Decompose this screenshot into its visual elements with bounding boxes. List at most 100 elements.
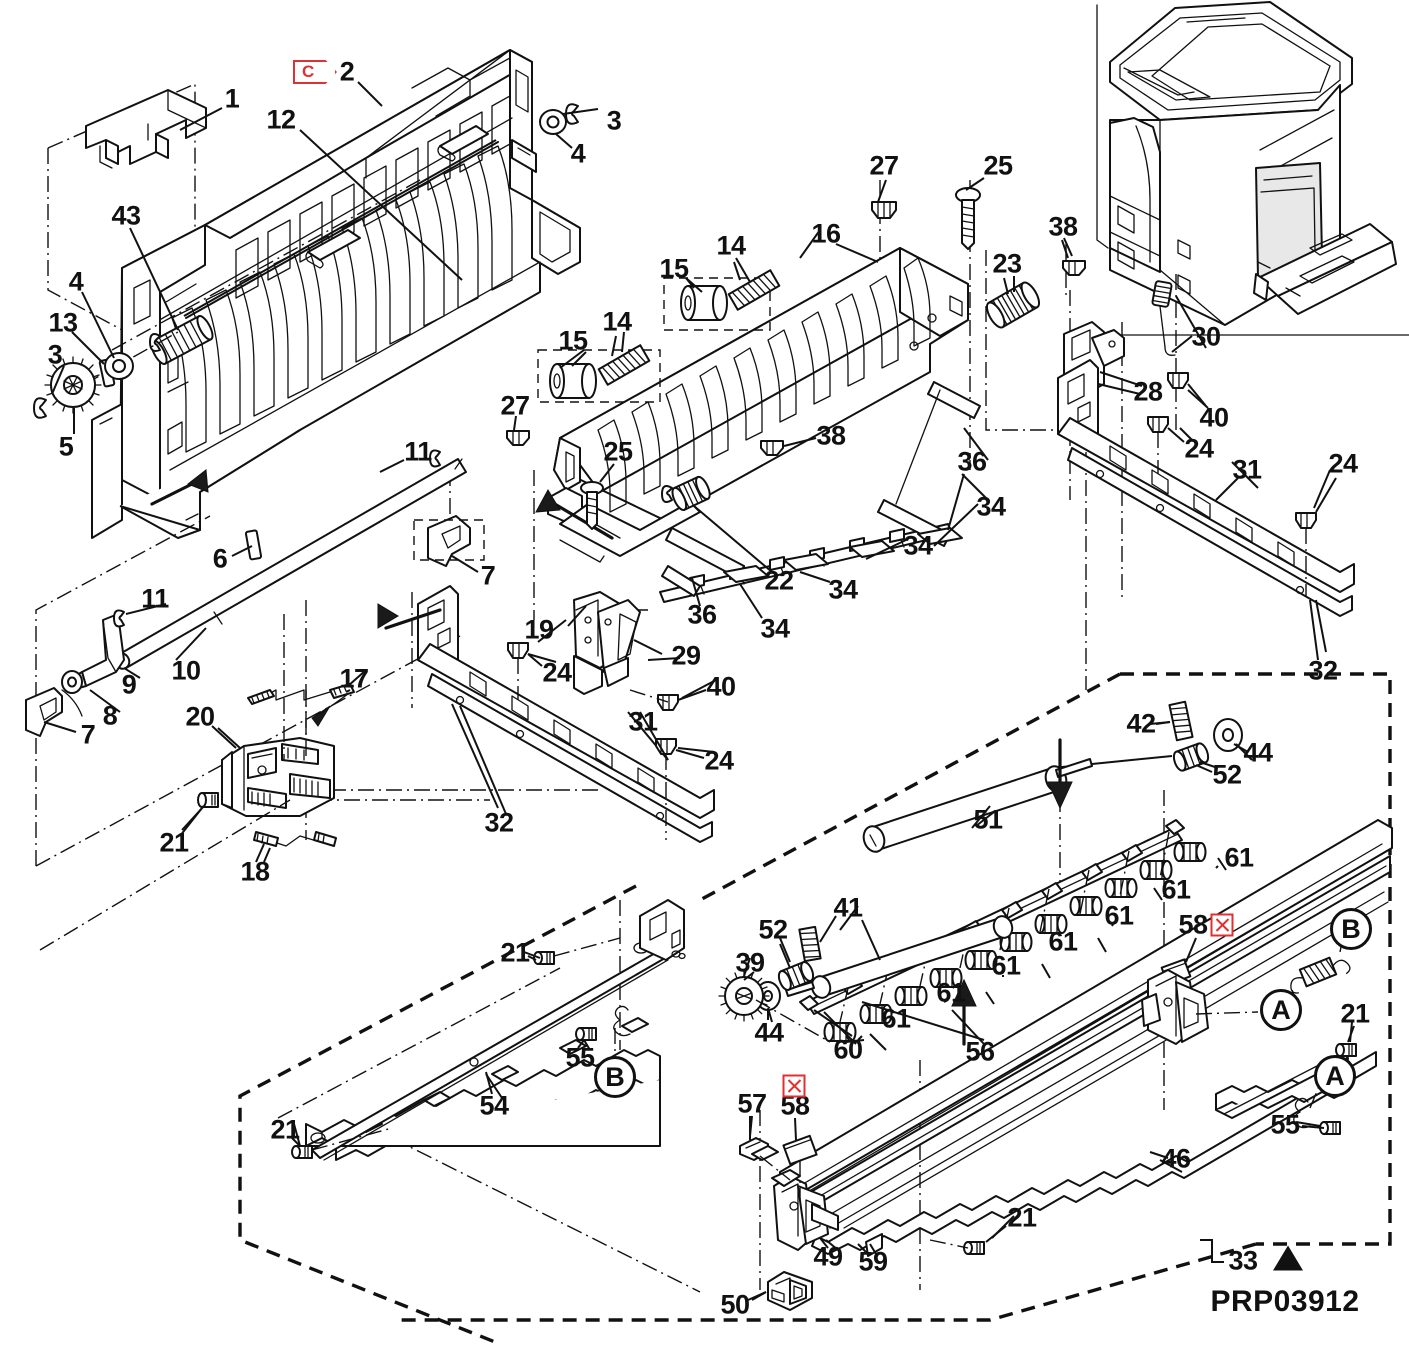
part-19-29-bracket <box>573 591 641 695</box>
part-7-actuator-left <box>25 687 63 737</box>
callout-number: 55 <box>1270 1109 1300 1140</box>
part-44-washer <box>1213 718 1243 752</box>
part-21-screw <box>197 792 219 808</box>
callout-number: 38 <box>816 420 846 451</box>
callout-number: 21 <box>1007 1202 1037 1233</box>
callout-number: 34 <box>760 613 790 644</box>
callout-number: 29 <box>671 640 701 671</box>
part-41-spring <box>798 925 822 963</box>
callout-number: 11 <box>404 436 432 467</box>
callout-number: 24 <box>704 745 734 776</box>
callout-number: 19 <box>524 614 554 645</box>
part-46-guide-plate <box>811 1051 1377 1255</box>
callout-number: 56 <box>965 1036 995 1067</box>
actuator-bar-and-pads <box>659 381 981 619</box>
callout-number: 54 <box>479 1090 509 1121</box>
callout-number: 20 <box>185 701 215 732</box>
lower-left-assembly-zone <box>238 884 701 1345</box>
part-17-harness <box>247 669 367 727</box>
callout-number: 18 <box>240 856 270 887</box>
part-24-screw-r-b <box>1295 512 1317 529</box>
callout-number: 21 <box>159 827 189 858</box>
part-39-gear <box>718 970 770 1022</box>
part-49-housing <box>771 1169 839 1251</box>
part-14-15-roller-sets <box>537 261 781 403</box>
callout-number: 55 <box>565 1042 595 1073</box>
part-25-screw <box>955 187 981 250</box>
callout-number: 24 <box>1184 433 1214 464</box>
part-55-screw <box>575 1027 597 1041</box>
part-21-screw-right <box>1335 1043 1357 1057</box>
callout-number: 32 <box>1308 655 1338 686</box>
callout-number: 33 <box>1228 1245 1258 1276</box>
callout-number: 24 <box>542 657 572 688</box>
part-59-tab <box>865 1233 883 1257</box>
callout-number: 10 <box>171 655 201 686</box>
callout-number: 31 <box>1232 454 1262 485</box>
callout-number: 22 <box>764 565 794 596</box>
callout-number: 12 <box>266 104 296 135</box>
part-5-gear <box>44 356 102 414</box>
part-34-pads <box>723 527 963 583</box>
callout-number: 30 <box>1191 321 1221 352</box>
part-32-rail-right <box>1067 447 1353 617</box>
callout-number: 7 <box>480 560 496 591</box>
part-50-bracket <box>767 1271 813 1311</box>
x-marker-icon <box>782 1074 806 1098</box>
callout-number: 21 <box>270 1114 300 1145</box>
part-51-roller <box>862 755 1173 853</box>
part-4-bushing <box>104 352 134 380</box>
callout-number: 15 <box>659 253 689 284</box>
callout-number: 34 <box>828 574 858 605</box>
callout-number: 46 <box>1161 1143 1191 1174</box>
callout-number: 49 <box>813 1241 843 1272</box>
callout-number: 27 <box>869 150 899 181</box>
callout-number: 38 <box>1048 211 1078 242</box>
callout-number: 28 <box>1133 376 1163 407</box>
part-22-roller <box>671 475 711 511</box>
upper-paper-guide-assembly <box>47 49 581 539</box>
part-1-guide-clip <box>85 89 207 169</box>
registration-shaft-assembly <box>25 449 485 867</box>
callout-number: 2 <box>339 56 355 87</box>
callout-number: 27 <box>500 390 530 421</box>
callout-number: 61 <box>1104 900 1134 931</box>
part-27-screw <box>871 201 897 219</box>
reference-circle-b: B <box>1330 908 1372 950</box>
callout-number: 25 <box>983 150 1013 181</box>
callout-number: 61 <box>1161 874 1191 905</box>
callout-number: 61 <box>881 1003 911 1034</box>
part-21-screw-a <box>533 951 555 965</box>
part-58-pad <box>782 1134 818 1166</box>
callout-number: 3 <box>606 105 622 136</box>
triangle-note-icon <box>1273 1245 1303 1271</box>
part-52-bearing-lower <box>777 961 815 991</box>
callout-number: 61 <box>1048 926 1078 957</box>
lower-paper-guide-16 <box>533 247 1071 620</box>
callout-number: 40 <box>1199 402 1229 433</box>
callout-number: 44 <box>1243 737 1273 768</box>
part-27-screw-lower <box>506 430 530 446</box>
callout-number: 14 <box>602 306 632 337</box>
fasteners-upper <box>506 177 1086 530</box>
callout-number: 4 <box>68 266 84 297</box>
callout-number: 51 <box>973 804 1003 835</box>
callout-number: 5 <box>58 431 74 462</box>
callout-number: 40 <box>706 671 736 702</box>
callout-number: 23 <box>992 248 1022 279</box>
callout-number: 15 <box>558 325 588 356</box>
callout-number: 52 <box>758 914 788 945</box>
callout-number: 1 <box>224 83 240 114</box>
callout-number: 61 <box>936 977 966 1008</box>
part-21-screw-b <box>291 1145 313 1159</box>
callout-number: 24 <box>1328 448 1358 479</box>
callout-number: 31 <box>628 706 658 737</box>
part-42-spring <box>1168 700 1194 742</box>
callout-number: 50 <box>720 1289 750 1320</box>
part-43-collar <box>150 315 214 365</box>
callout-number: 36 <box>687 599 717 630</box>
callout-number: 42 <box>1126 708 1156 739</box>
part-38-screw <box>1062 260 1086 276</box>
